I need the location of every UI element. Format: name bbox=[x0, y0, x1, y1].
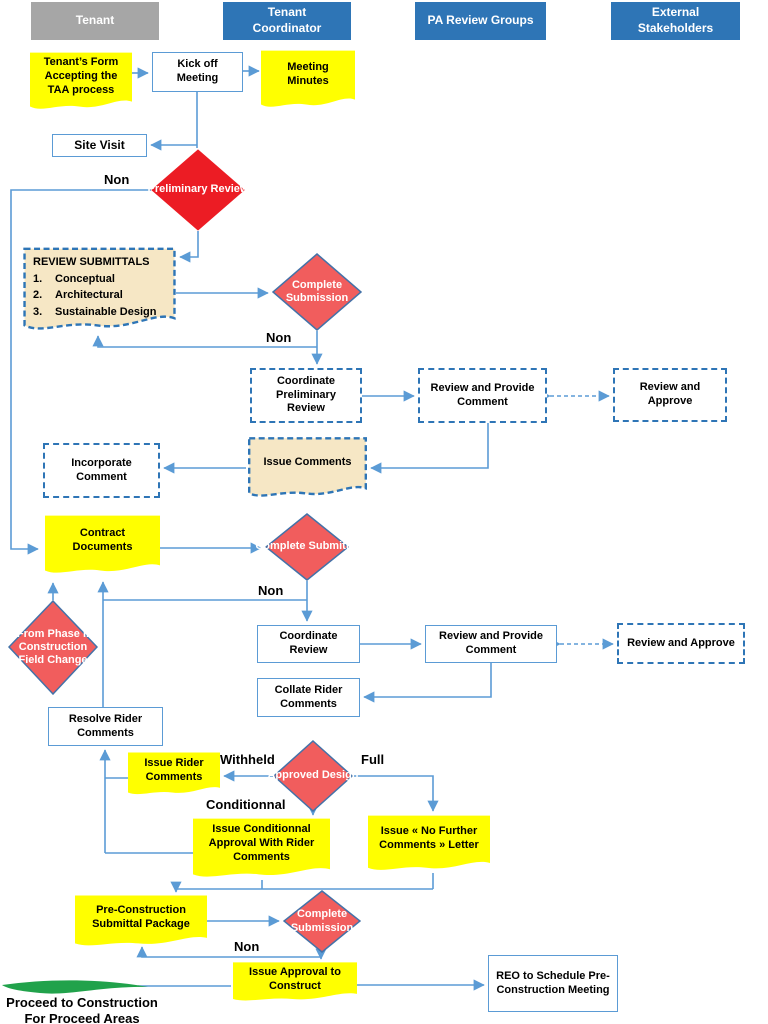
node-collate-rider-comments: Collate Rider Comments bbox=[257, 678, 360, 717]
diamond-shape bbox=[265, 513, 349, 581]
node-issue-approval-to-construct: Issue Approval to Construct bbox=[233, 962, 357, 1004]
node-review-provide-comment-2: Review and Provide Comment bbox=[425, 625, 557, 663]
node-complete-submission-decision-3: Complete Submission bbox=[283, 890, 361, 953]
edge-label-full: Full bbox=[361, 752, 385, 767]
edge-label-non-submittal: Non bbox=[258, 583, 284, 598]
node-reo-schedule-meeting: REO to Schedule Pre-Construction Meeting bbox=[488, 955, 618, 1012]
lane-header-tenant-coordinator: Tenant Coordinator bbox=[223, 2, 351, 40]
node-issue-comments: Issue Comments bbox=[248, 437, 367, 501]
review-submittals-item: 1. Conceptual bbox=[33, 272, 115, 285]
node-complete-submission-decision-1: Complete Submission bbox=[272, 253, 362, 331]
node-issue-rider-comments: Issue Rider Comments bbox=[128, 752, 220, 798]
node-kick-off-meeting: Kick off Meeting bbox=[152, 52, 243, 92]
diamond-shape bbox=[273, 740, 353, 812]
node-coordinate-review: Coordinate Review bbox=[257, 625, 360, 663]
diamond-shape bbox=[272, 253, 362, 331]
node-precon-submittal-package: Pre-Construction Submittal Package bbox=[75, 895, 207, 950]
flag-shape bbox=[30, 52, 132, 109]
node-approved-design-decision: Approved Design bbox=[267, 740, 359, 812]
node-review-provide-comment-1: Review and Provide Comment bbox=[418, 368, 547, 423]
lane-header-pa-review-groups: PA Review Groups bbox=[415, 2, 546, 40]
flag-shape bbox=[45, 515, 160, 573]
node-meeting-minutes: Meeting Minutes bbox=[261, 50, 355, 112]
node-issue-no-further-comments-letter: Issue « No Further Comments » Letter bbox=[368, 815, 490, 875]
node-site-visit: Site Visit bbox=[52, 134, 147, 157]
edge-label-withheld: Withheld bbox=[220, 752, 275, 767]
flag-shape bbox=[128, 752, 220, 795]
flag-shape bbox=[75, 895, 207, 946]
review-submittals-item: 2. Architectural bbox=[33, 289, 123, 301]
lane-header-external-stakeholders: External Stakeholders bbox=[611, 2, 740, 40]
diamond-shape bbox=[151, 149, 245, 231]
node-review-submittals: REVIEW SUBMITTALS 1. Conceptual 2. Archi… bbox=[23, 247, 176, 336]
node-tenant-form: Tenant’s Form Accepting the TAA process bbox=[30, 52, 132, 114]
node-review-approve-1: Review and Approve bbox=[613, 368, 727, 422]
diamond-shape bbox=[8, 600, 98, 695]
node-resolve-rider-comments: Resolve Rider Comments bbox=[48, 707, 163, 746]
review-submittals-item: 3. Sustainable Design bbox=[33, 305, 157, 318]
node-review-approve-2: Review and Approve bbox=[617, 623, 745, 664]
proceed-banner-text: Proceed to Construction For Proceed Area… bbox=[6, 995, 158, 1024]
node-complete-submittal-decision: Complete Submittal bbox=[255, 513, 359, 581]
node-issue-conditional-approval: Issue Conditionnal Approval With Rider C… bbox=[193, 818, 330, 882]
lane-header-tenant: Tenant bbox=[31, 2, 159, 40]
flag-shape bbox=[233, 962, 357, 1001]
node-preliminary-review-decision: Preliminary Review bbox=[148, 149, 248, 231]
flag-shape bbox=[248, 437, 367, 501]
review-submittals-title: REVIEW SUBMITTALS bbox=[33, 256, 150, 268]
flag-shape bbox=[193, 818, 330, 877]
flag-shape bbox=[368, 815, 490, 870]
flag-shape bbox=[261, 50, 355, 107]
edge-label-conditionnal: Conditionnal bbox=[206, 797, 286, 812]
edge-label-non-submission1: Non bbox=[266, 330, 292, 345]
flag-shape bbox=[23, 247, 176, 336]
node-from-phase2-field-change: From Phase II Construction Field Change bbox=[8, 600, 98, 695]
proceed-banner-arrow bbox=[2, 980, 148, 994]
edge-label-non-precon: Non bbox=[234, 939, 260, 954]
edge-label-non-preliminary: Non bbox=[104, 172, 130, 187]
node-coordinate-preliminary-review: Coordinate Preliminary Review bbox=[250, 368, 362, 423]
diamond-shape bbox=[283, 890, 361, 953]
node-contract-documents: Contract Documents bbox=[45, 515, 160, 578]
node-incorporate-comment: Incorporate Comment bbox=[43, 443, 160, 498]
